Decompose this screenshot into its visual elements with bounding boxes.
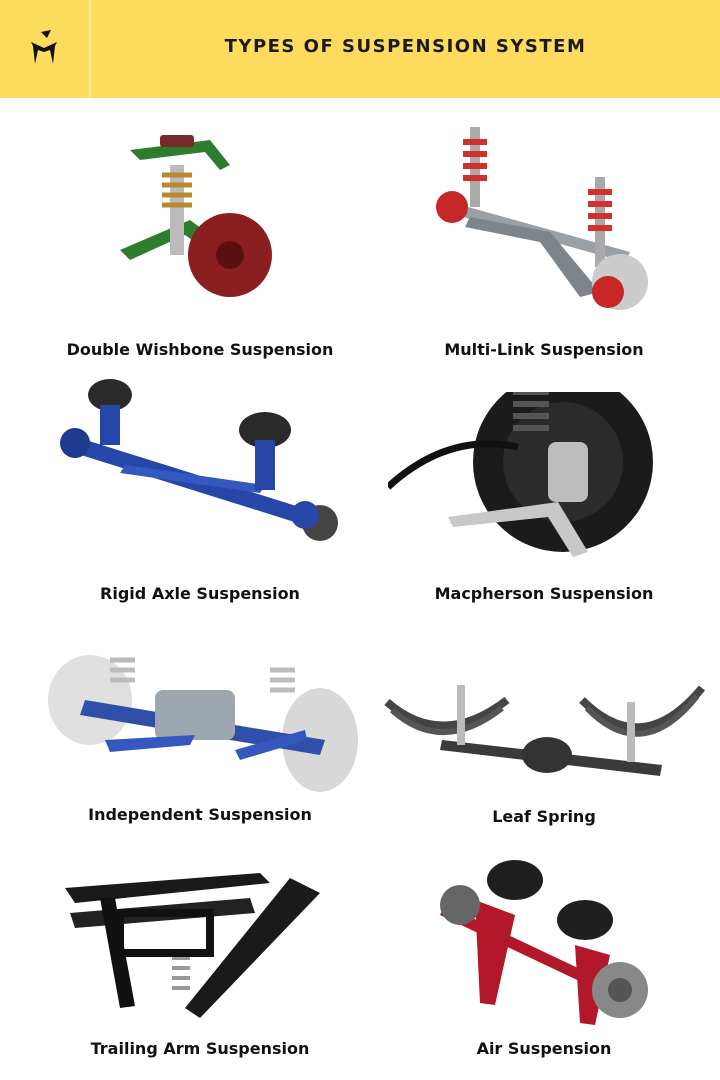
multi-link-suspension-image [436, 127, 648, 310]
header-banner: TYPES OF SUSPENSION SYSTEM [0, 0, 720, 98]
caption-trailing-arm: Trailing Arm Suspension [90, 1039, 310, 1058]
trailing-arm-suspension-image [65, 873, 320, 1018]
air-suspension-image [440, 860, 648, 1025]
macpherson-suspension-image [388, 392, 653, 557]
double-wishbone-suspension-image [120, 135, 272, 297]
page-title: TYPES OF SUSPENSION SYSTEM [224, 36, 587, 57]
rigid-axle-suspension-image [60, 379, 338, 541]
caption-leaf-spring: Leaf Spring [492, 807, 596, 826]
independent-suspension-image [48, 655, 358, 792]
caption-air-suspension: Air Suspension [476, 1039, 612, 1058]
leaf-spring-image [384, 685, 706, 776]
caption-independent: Independent Suspension [88, 805, 312, 824]
caption-rigid-axle: Rigid Axle Suspension [100, 584, 300, 603]
caption-macpherson: Macpherson Suspension [434, 584, 654, 603]
caption-multi-link: Multi-Link Suspension [444, 340, 644, 359]
caption-double-wishbone: Double Wishbone Suspension [66, 340, 334, 359]
logo-box [0, 0, 91, 98]
brand-logo-icon [31, 30, 57, 64]
